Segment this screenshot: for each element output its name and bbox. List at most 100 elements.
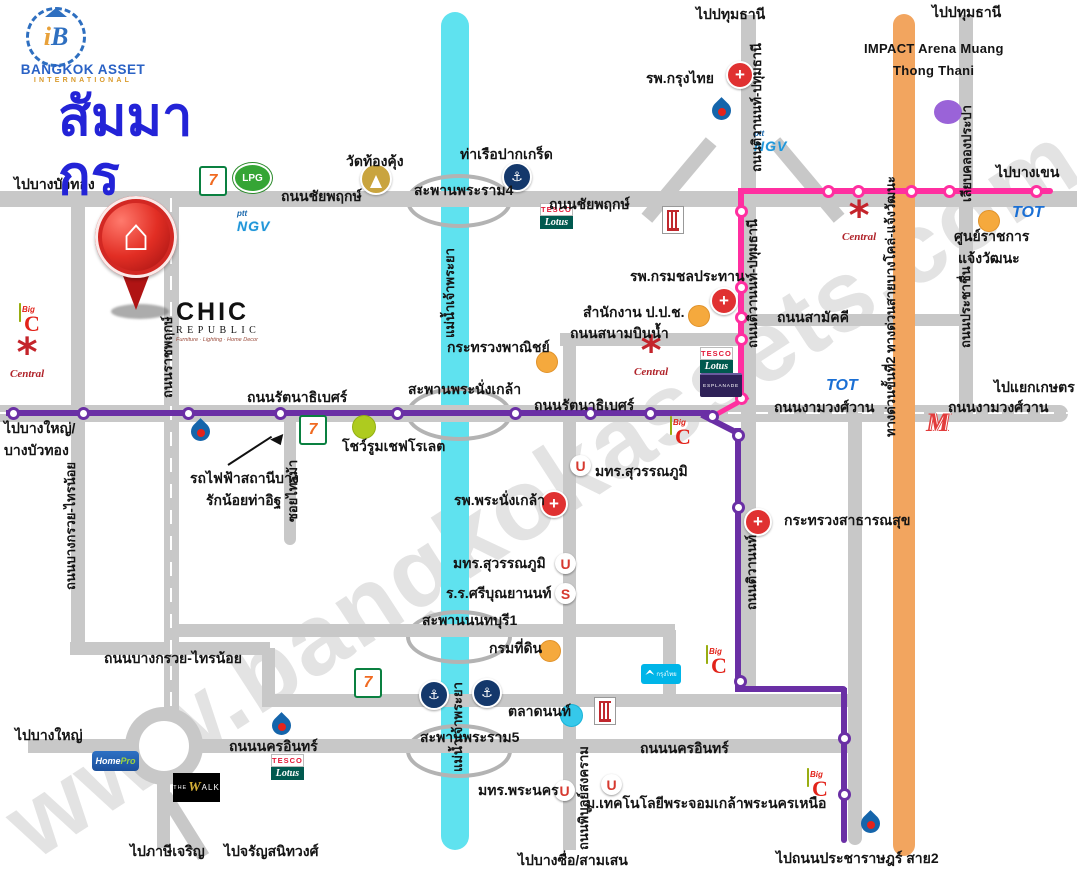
liap-khlong-prapa-label: เลียบคลองประปา xyxy=(959,105,974,202)
hospital-cross-phranangklao xyxy=(540,490,568,518)
talat-non-dot xyxy=(560,704,583,727)
purple-line-station-3 xyxy=(182,407,195,420)
mtr-phranakhon-label: มทร.พระนคร xyxy=(478,782,559,798)
rp-phra-nangklao-label: รพ.พระนั่งเกล้า xyxy=(454,492,546,508)
thanon-chaiyaphruek-east-label: ถนนชัยพฤกษ์ xyxy=(549,196,630,212)
project-title: สัมมากร xyxy=(58,87,193,207)
u-phranakhon: U xyxy=(554,780,575,801)
pink-line-station-3 xyxy=(905,185,918,198)
office-dot-phanit xyxy=(536,351,558,373)
purple-line-station-8 xyxy=(644,407,657,420)
seven-eleven-3: 7 xyxy=(354,668,382,698)
krasuang-satharanasuk-label: กระทรวงสาธารณสุข xyxy=(784,512,911,528)
mrt-pink-line-v xyxy=(738,188,744,402)
road-ratchaphruek xyxy=(164,198,179,747)
wat-thongkhung-temple xyxy=(360,163,392,195)
thanon-rattanathibet-west-label: ถนนรัตนาธิเบศร์ xyxy=(247,389,348,405)
road-prachachuen xyxy=(959,15,973,415)
showroom-dot-icon xyxy=(352,415,376,439)
pink-line-station-1 xyxy=(822,185,835,198)
hospital-cross-icon xyxy=(726,61,754,89)
purple-line-station-1 xyxy=(7,407,20,420)
landmark-logo-1 xyxy=(662,206,684,234)
pai-bangbuathong-label: ไปบางบัวทอง xyxy=(14,176,95,192)
landmark-logo-2 xyxy=(594,697,616,725)
pier-2 xyxy=(419,680,449,710)
pink-line-station-6 xyxy=(735,205,748,218)
hospital-cross-krungthai xyxy=(726,61,754,89)
campus-badge-icon: U xyxy=(555,553,576,574)
maenam-chaophraya-1-label: แม่น้ำเจ้าพระยา xyxy=(442,248,457,338)
pink-line-station-7 xyxy=(735,281,748,294)
saphan-phra-nangklao-label: สะพานพระนั่งเกล้า xyxy=(408,381,522,397)
seven-eleven-icon: 7 xyxy=(299,415,327,445)
property-location-pin xyxy=(93,196,183,328)
purple-line-station-13 xyxy=(838,732,851,745)
landmark-building-icon xyxy=(594,697,616,725)
pink-line-station-8 xyxy=(735,311,748,324)
u-suwannaphum-1: U xyxy=(570,455,591,476)
roof-icon xyxy=(45,8,67,17)
thanon-samakkhi-label: ถนนสามัคคี xyxy=(777,309,849,325)
lpg-station: LPG xyxy=(233,163,272,193)
the-mall-logo: M xyxy=(926,408,950,437)
bangkok-asset-logo: iB xyxy=(26,7,86,67)
purple-line-station-5 xyxy=(391,407,404,420)
road-connector-west xyxy=(262,648,275,706)
tot-logo: TOT xyxy=(826,377,858,394)
brand-subtitle: INTERNATIONAL xyxy=(33,77,133,84)
thanon-rattanathibet-east-label: ถนนรัตนาธิเบศร์ xyxy=(534,397,635,413)
road-sanambin-nam xyxy=(560,333,756,346)
hospital-cross-satharanasuk xyxy=(744,508,772,536)
central-logo: *Central xyxy=(634,328,669,378)
pai-charansanitwong-label: ไปจรัญสนิทวงศ์ xyxy=(224,843,319,859)
krungthai-bank-logo: กรุงไทย xyxy=(641,664,681,684)
pai-bangkhen-label: ไปบางเขน xyxy=(996,164,1060,180)
pai-bangsue-label: ไปบางซื่อ/สามเสน xyxy=(518,852,628,868)
pai-pracharat-label: ไปถนนประชาราษฎร์ สาย2 xyxy=(776,850,939,866)
impact-line1-label: IMPACT Arena Muang xyxy=(864,41,1004,56)
office-dot-icon xyxy=(688,305,710,327)
mrt-purple-line-h2 xyxy=(735,686,847,692)
purple-line-station-14 xyxy=(838,788,851,801)
pai-pathum-thani-2-label: ไปปทุมธานี xyxy=(932,4,1002,20)
central-logo: *Central xyxy=(10,330,45,380)
campus-badge-icon: U xyxy=(601,774,622,795)
office-dot-icon xyxy=(978,210,1000,232)
purple-line-station-9 xyxy=(706,410,719,423)
office-dot-thidin xyxy=(539,640,561,662)
expressway-stage2 xyxy=(893,14,915,856)
pink-line-station-5 xyxy=(1030,185,1043,198)
market-dot-icon xyxy=(560,704,583,727)
central-rattanathibet: *Central xyxy=(634,328,669,378)
thanon-ngamwongwan-1-label: ถนนงามวงศ์วาน xyxy=(774,399,875,415)
purple-line-station-2 xyxy=(77,407,90,420)
muangthong-dot xyxy=(934,100,962,124)
krungthai-bank: กรุงไทย xyxy=(641,664,681,684)
esplanade-cineplex: ESPLANADE xyxy=(700,373,742,397)
seven-eleven-icon: 7 xyxy=(354,668,382,698)
seven-eleven-icon: 7 xyxy=(199,166,227,196)
chevrolet-dot xyxy=(352,415,376,439)
purple-line-station-6 xyxy=(509,407,522,420)
road-south-right xyxy=(848,413,862,845)
campus-badge-icon: U xyxy=(570,455,591,476)
pier-icon xyxy=(419,680,449,710)
purple-line-station-11 xyxy=(732,501,745,514)
thanon-phibun-songkhram-label: ถนนพิบูลย์สงคราม xyxy=(576,746,591,850)
